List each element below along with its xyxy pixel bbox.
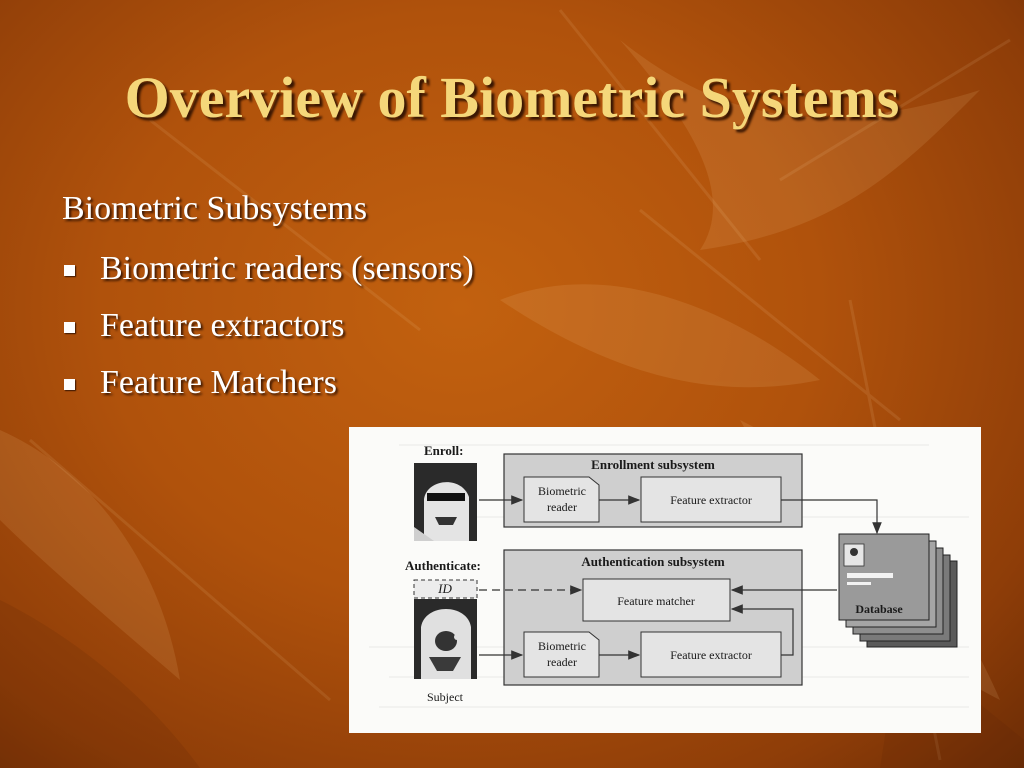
feature-matcher-box [582, 578, 731, 622]
diagram-canvas: Enroll: Enrollment subsystem Biometric r… [369, 443, 969, 708]
enroll-face-photo [414, 463, 477, 541]
bullet-list: Biometric readers (sensors) Feature extr… [62, 248, 474, 419]
bullet-text: Biometric readers (sensors) [100, 250, 474, 287]
feature-matcher-label: Feature matcher [617, 594, 695, 608]
bullet-text: Feature extractors [100, 307, 345, 344]
enroll-reader-label-line1: Biometric [538, 484, 586, 498]
bullet-text: Feature Matchers [100, 364, 337, 401]
auth-reader-label-line2: reader [547, 655, 577, 669]
slide-title: Overview of Biometric Systems [124, 65, 900, 130]
bullet-item: Feature Matchers [62, 362, 474, 419]
subject-face-photo [414, 599, 477, 679]
bullet-square-icon [64, 265, 75, 276]
auth-reader-label-line1: Biometric [538, 639, 586, 653]
enroll-label: Enroll: [424, 443, 464, 458]
enrollment-subsystem-title: Enrollment subsystem [591, 457, 715, 472]
authenticate-label: Authenticate: [405, 558, 481, 573]
enroll-arrow-to-database [781, 499, 882, 535]
authentication-subsystem-title: Authentication subsystem [581, 554, 725, 569]
biometric-system-diagram: Enroll: Enrollment subsystem Biometric r… [349, 427, 981, 733]
auth-feature-extractor-box [640, 631, 782, 678]
bullet-square-icon [64, 322, 75, 333]
id-label: ID [437, 581, 452, 596]
auth-feature-extractor-label: Feature extractor [670, 648, 752, 662]
database-label: Database [855, 602, 903, 616]
database-stack-icon [838, 533, 958, 648]
bullet-square-icon [64, 379, 75, 390]
enroll-biometric-reader-box [523, 476, 600, 523]
id-card [413, 579, 478, 599]
slide-subheading: Biometric Subsystems [62, 190, 368, 227]
auth-arrow-extractor-to-matcher [730, 604, 794, 656]
bullet-item: Feature extractors [62, 305, 474, 362]
bullet-item: Biometric readers (sensors) [62, 248, 474, 305]
enroll-feature-extractor-label: Feature extractor [670, 493, 752, 507]
enroll-reader-label-line2: reader [547, 500, 577, 514]
subject-label: Subject [427, 690, 464, 704]
auth-biometric-reader-box [523, 631, 600, 678]
